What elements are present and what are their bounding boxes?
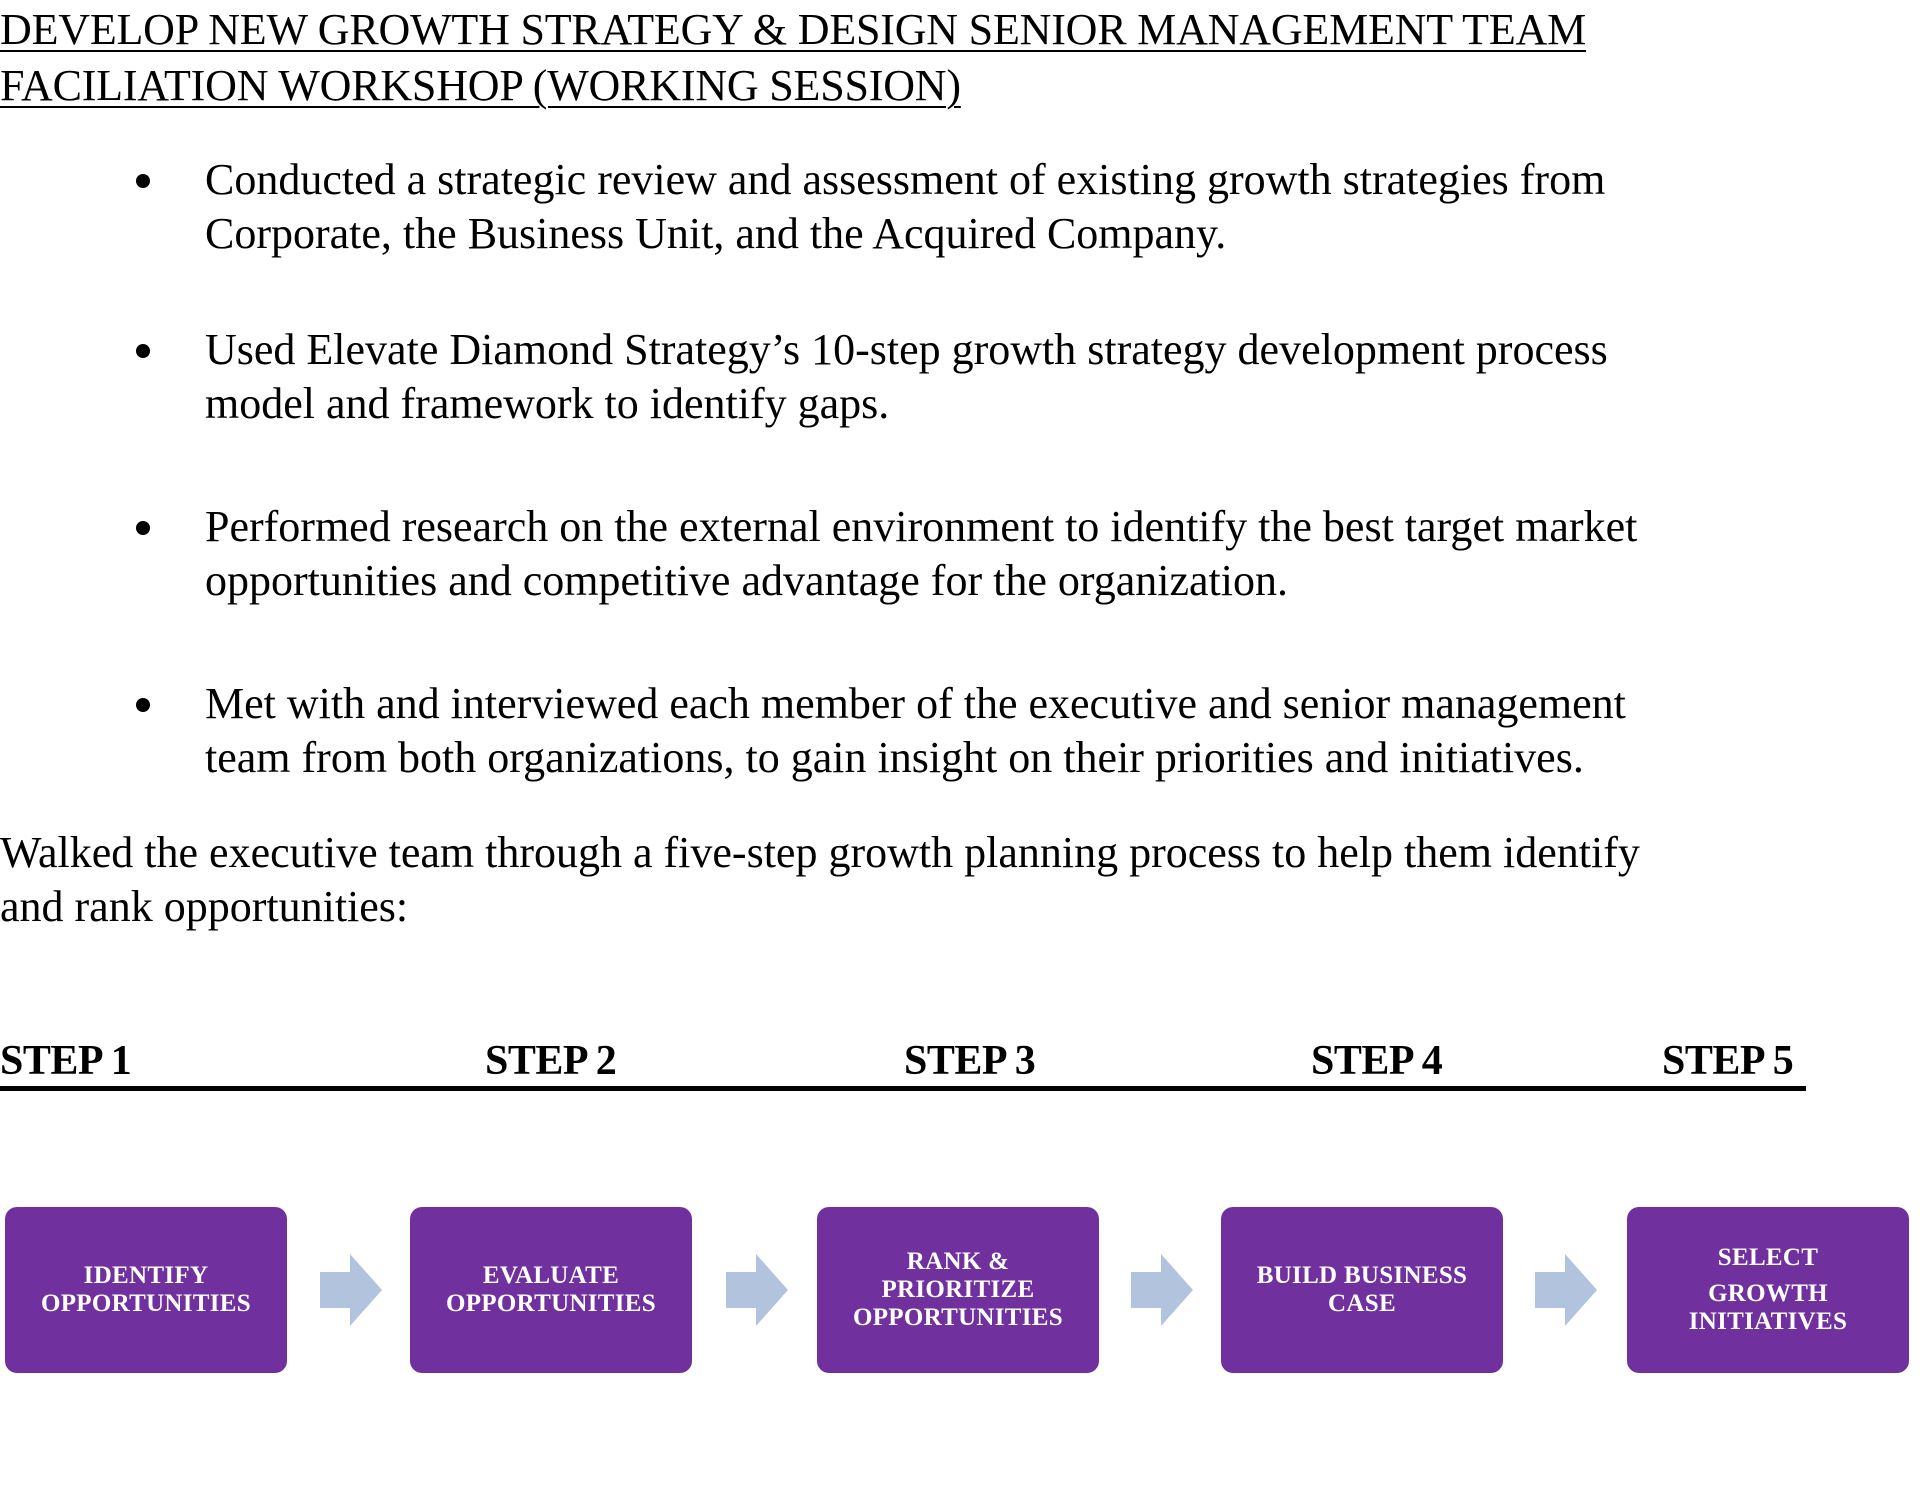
bullet-line: Used Elevate Diamond Strategy’s 10-step … bbox=[205, 325, 1608, 374]
box-line: BUILD BUSINESS bbox=[1256, 1262, 1468, 1289]
bullet-icon bbox=[136, 521, 150, 535]
arrow-right-icon bbox=[1535, 1254, 1597, 1326]
document-title: DEVELOP NEW GROWTH STRATEGY & DESIGN SEN… bbox=[0, 2, 1586, 114]
process-step-box: SELECT GROWTH INITIATIVES bbox=[1627, 1207, 1909, 1373]
bullet-line: Conducted a strategic review and assessm… bbox=[205, 155, 1606, 204]
paragraph-line: Walked the executive team through a five… bbox=[0, 828, 1640, 877]
bullet-line: Performed research on the external envir… bbox=[205, 502, 1638, 551]
process-step-box: IDENTIFY OPPORTUNITIES bbox=[5, 1207, 287, 1373]
step-label: STEP 2 bbox=[485, 1038, 617, 1084]
box-line: OPPORTUNITIES bbox=[40, 1290, 251, 1317]
title-line: DEVELOP NEW GROWTH STRATEGY & DESIGN SEN… bbox=[0, 5, 1586, 54]
arrow-right-icon bbox=[726, 1254, 788, 1326]
bullet-line: team from both organizations, to gain in… bbox=[205, 733, 1584, 782]
intro-paragraph: Walked the executive team through a five… bbox=[0, 826, 1640, 934]
box-line: IDENTIFY bbox=[83, 1262, 209, 1289]
step-label: STEP 1 bbox=[0, 1038, 132, 1084]
bullet-line: Corporate, the Business Unit, and the Ac… bbox=[205, 209, 1227, 258]
process-step-box: EVALUATE OPPORTUNITIES bbox=[410, 1207, 692, 1373]
box-line: OPPORTUNITIES bbox=[852, 1304, 1063, 1331]
box-line: PRIORITIZE bbox=[881, 1276, 1035, 1303]
paragraph-line: and rank opportunities: bbox=[0, 882, 409, 931]
bullet-icon bbox=[136, 344, 150, 358]
step-header-row: STEP 1 STEP 2 STEP 3 STEP 4 STEP 5 bbox=[0, 1036, 1806, 1091]
arrow-right-icon bbox=[1131, 1254, 1193, 1326]
step-label: STEP 3 bbox=[904, 1038, 1036, 1084]
step-label: STEP 4 bbox=[1311, 1038, 1443, 1084]
process-step-box: RANK & PRIORITIZE OPPORTUNITIES bbox=[817, 1207, 1099, 1373]
title-line: FACILIATION WORKSHOP (WORKING SESSION) bbox=[0, 61, 961, 110]
box-line: GROWTH bbox=[1708, 1280, 1828, 1307]
bullet-icon bbox=[136, 698, 150, 712]
arrow-right-icon bbox=[320, 1254, 382, 1326]
box-line: OPPORTUNITIES bbox=[445, 1290, 656, 1317]
process-step-box: BUILD BUSINESS CASE bbox=[1221, 1207, 1503, 1373]
box-line: EVALUATE bbox=[482, 1262, 620, 1289]
box-line: CASE bbox=[1328, 1290, 1396, 1317]
box-line: INITIATIVES bbox=[1688, 1308, 1848, 1335]
bullet-line: model and framework to identify gaps. bbox=[205, 379, 890, 428]
box-line: SELECT bbox=[1717, 1244, 1819, 1271]
bullet-line: opportunities and competitive advantage … bbox=[205, 556, 1288, 605]
step-label: STEP 5 bbox=[1662, 1038, 1794, 1084]
bullet-line: Met with and interviewed each member of … bbox=[205, 679, 1626, 728]
box-line: RANK & bbox=[906, 1248, 1010, 1275]
bullet-icon bbox=[136, 174, 150, 188]
